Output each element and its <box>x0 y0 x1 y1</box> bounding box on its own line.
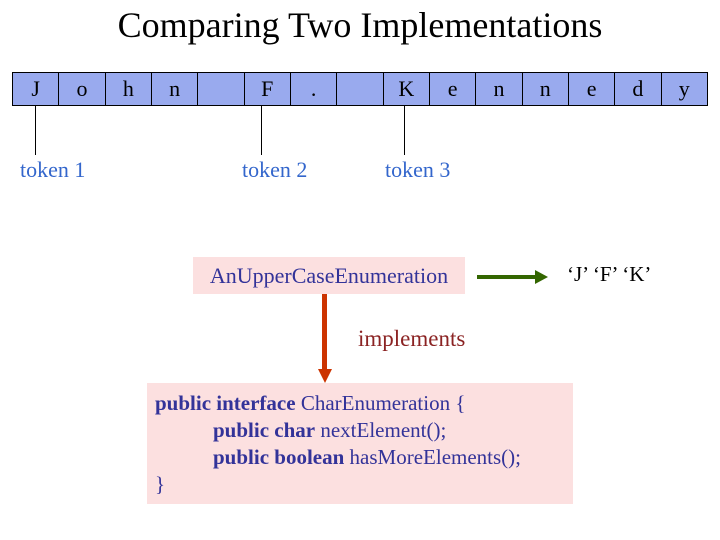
char-cell: n <box>152 73 199 105</box>
code-line: public interface CharEnumeration { <box>155 390 573 417</box>
code-line: } <box>155 471 573 498</box>
class-box: AnUpperCaseEnumeration <box>193 257 465 294</box>
token3-label: token 3 <box>385 157 451 182</box>
code-text: nextElement(); <box>315 418 447 442</box>
code-text: hasMoreElements(); <box>344 445 521 469</box>
code-keyword: public interface <box>155 391 296 415</box>
output-chars: ‘J’ ‘F’ ‘K’ <box>567 262 652 286</box>
class-name: AnUpperCaseEnumeration <box>209 262 449 288</box>
char-cell: e <box>569 73 616 105</box>
code-keyword: public char <box>213 418 316 442</box>
arrow-right-head <box>535 270 548 284</box>
char-cell: o <box>59 73 106 105</box>
char-cell <box>198 73 245 105</box>
token3-pointer-line <box>404 106 405 155</box>
char-cell: J <box>13 73 60 105</box>
arrow-right-icon <box>477 270 549 284</box>
char-cell: n <box>523 73 569 105</box>
slide-title: Comparing Two Implementations <box>117 5 603 45</box>
token2-pointer-line <box>261 106 262 155</box>
token1-pointer-line <box>35 106 36 155</box>
char-array-row: J o h n F . K e n n e d y <box>12 72 708 106</box>
code-line: public boolean hasMoreElements(); <box>155 444 573 471</box>
token1-label: token 1 <box>20 157 86 182</box>
token2-label: token 2 <box>242 157 308 182</box>
arrow-down-head <box>318 369 332 383</box>
char-cell: h <box>106 73 152 105</box>
implements-label: implements <box>358 326 466 351</box>
arrow-down-shaft <box>322 294 327 370</box>
char-cell: y <box>678 76 690 101</box>
code-text: } <box>155 472 166 496</box>
char-cell: F <box>245 73 291 105</box>
code-block: public interface CharEnumeration { publi… <box>147 383 573 504</box>
char-cell: . <box>291 73 338 105</box>
char-cell: d <box>615 73 662 105</box>
code-line: public char nextElement(); <box>155 417 573 444</box>
arrow-down-icon <box>318 294 332 383</box>
arrow-right-shaft <box>477 275 537 279</box>
char-cell: e <box>430 73 477 105</box>
code-text: CharEnumeration { <box>295 391 466 415</box>
code-keyword: public boolean <box>213 445 345 469</box>
char-cell <box>337 73 384 105</box>
char-cell: n <box>476 73 523 105</box>
char-cell: K <box>384 73 430 105</box>
